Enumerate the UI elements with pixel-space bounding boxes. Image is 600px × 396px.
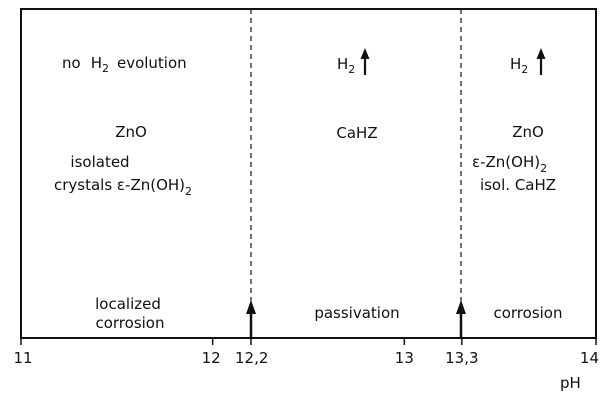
region1-line2: crystals ε-Zn(OH)2 — [54, 176, 192, 198]
region3-product: ZnO — [512, 123, 544, 141]
region3-bottom: corrosion — [493, 304, 562, 322]
x-tick-label: 13 — [395, 349, 414, 367]
x-axis-label: pH — [560, 374, 581, 392]
region3-line2: isol. CaHZ — [480, 176, 556, 194]
x-tick-label: 12,2 — [235, 349, 268, 367]
region1-line1: isolated — [70, 153, 129, 171]
region3-line1: ε-Zn(OH)2 — [472, 153, 547, 175]
x-tick-label: 12 — [202, 349, 221, 367]
boundary-arrow-13-3 — [456, 300, 466, 338]
diagram-frame — [20, 8, 597, 339]
region2-bottom: passivation — [314, 304, 399, 322]
region2-h2-arrow-icon — [360, 48, 370, 59]
svg-text:H2: H2 — [337, 55, 355, 76]
boundary-arrow-12-2 — [246, 300, 256, 338]
x-tick-label: 14 — [580, 349, 599, 367]
region3-h2-label: H2 — [510, 48, 546, 76]
region3-h2-arrow-icon — [536, 48, 546, 59]
x-tick-label: 11 — [13, 349, 32, 367]
svg-text:H2: H2 — [510, 55, 528, 76]
x-axis-ticks: 11 12 12,2 13 13,3 14 — [13, 338, 599, 367]
region2-h2-label: H2 — [337, 48, 370, 76]
region1-bottom2: corrosion — [95, 314, 164, 332]
x-tick-label: 13,3 — [445, 349, 478, 367]
region1-product: ZnO — [115, 123, 147, 141]
region2-product: CaHZ — [336, 124, 377, 142]
region1-bottom1: localized — [95, 295, 161, 313]
